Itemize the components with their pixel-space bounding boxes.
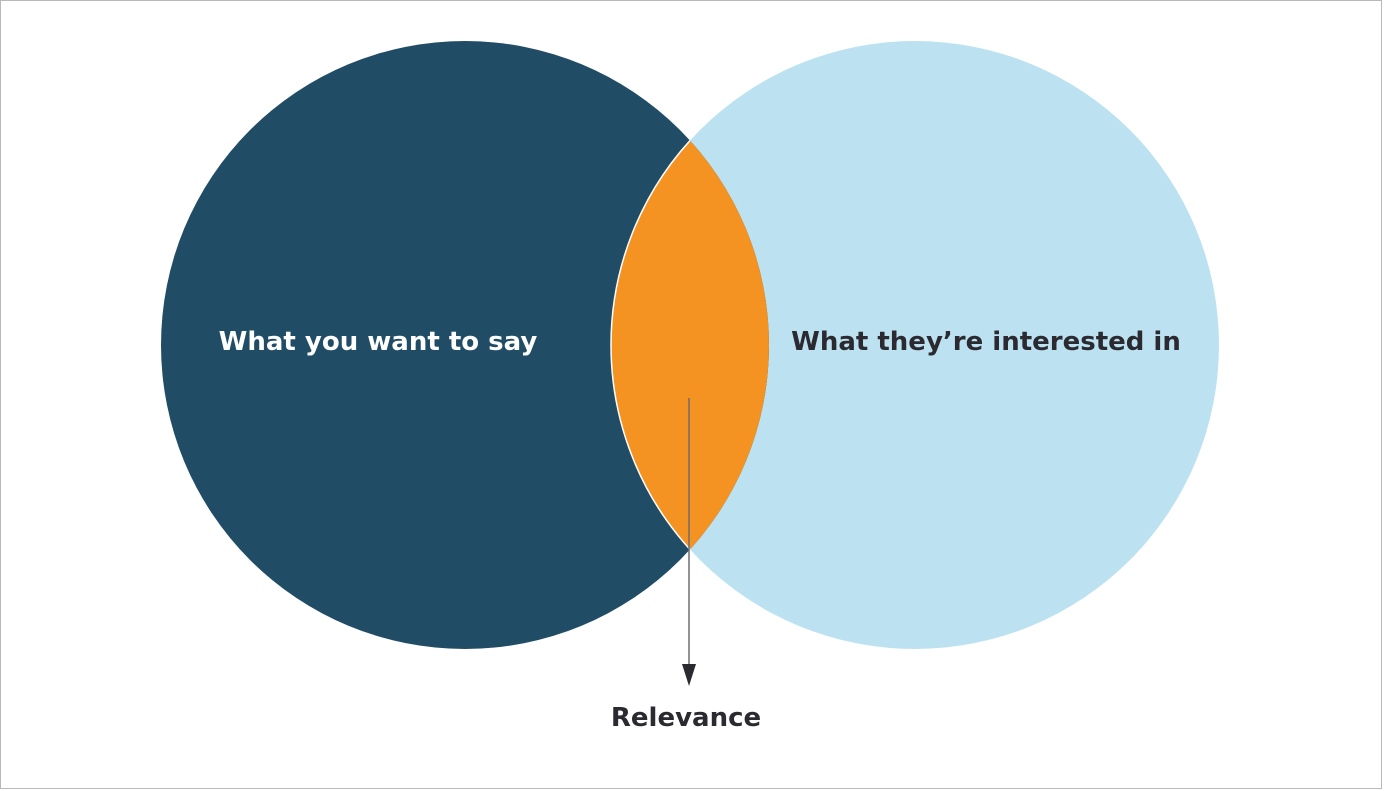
right-set-label: What they’re interested in (791, 327, 1181, 357)
right-set-circle (611, 41, 1219, 649)
relevance-arrowhead (682, 664, 696, 686)
left-set-circle (161, 41, 769, 649)
intersection-outline (610, 41, 769, 649)
intersection-label: Relevance (611, 703, 761, 733)
left-set-label: What you want to say (219, 327, 538, 357)
